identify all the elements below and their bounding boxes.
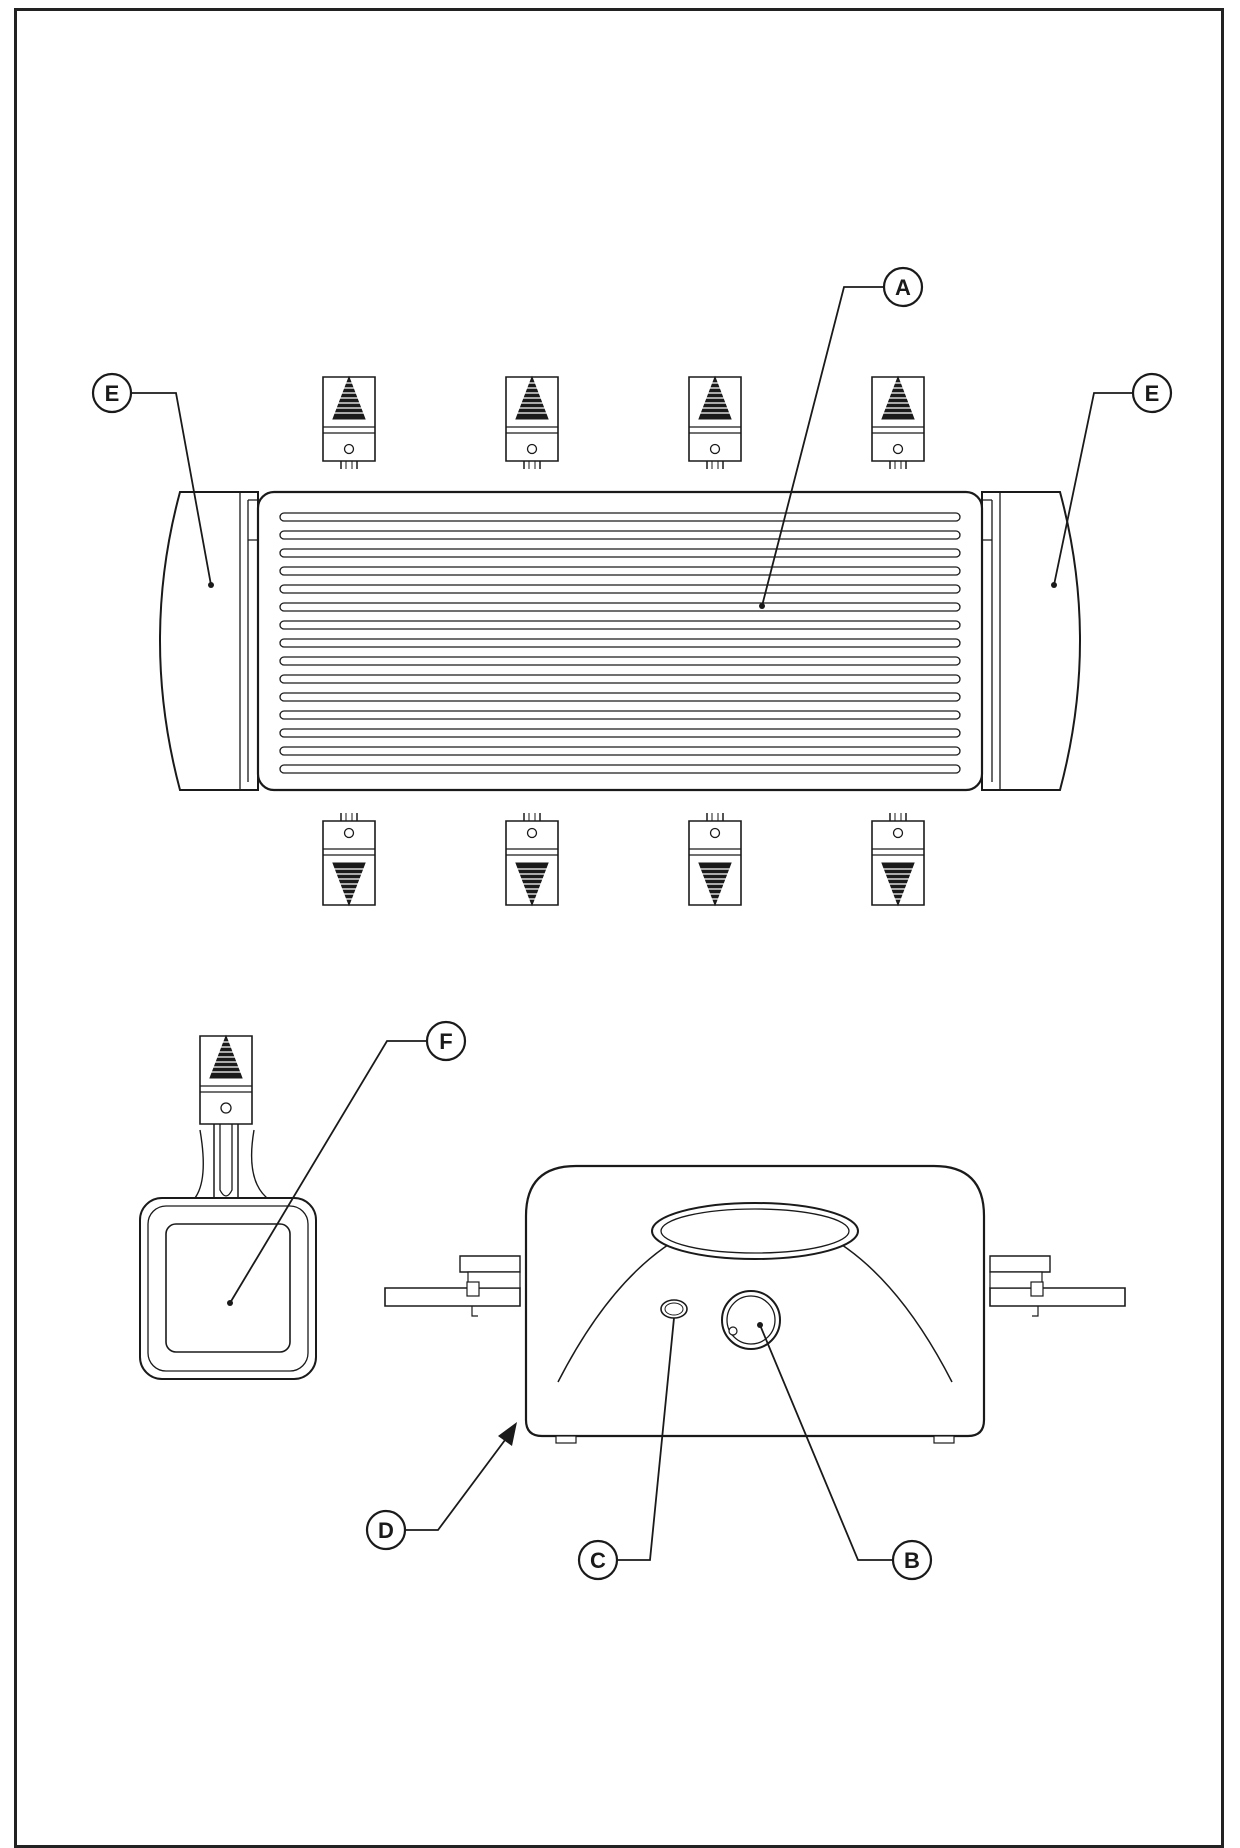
callouts: A E E F D C B <box>91 266 1173 1581</box>
right-housing <box>981 491 1081 791</box>
svg-text:C: C <box>590 1548 606 1573</box>
pan-handles-bottom <box>323 813 924 905</box>
callout-e-left: E <box>91 372 133 414</box>
svg-text:B: B <box>904 1548 920 1573</box>
svg-text:E: E <box>105 381 120 406</box>
svg-text:E: E <box>1145 381 1160 406</box>
svg-text:F: F <box>439 1029 452 1054</box>
svg-text:D: D <box>378 1518 394 1543</box>
front-view <box>384 1164 1126 1444</box>
pan-handles-top <box>323 377 924 469</box>
top-view <box>159 377 1081 905</box>
page-frame <box>14 8 1224 1848</box>
callout-a: A <box>882 266 924 308</box>
left-housing <box>159 491 259 791</box>
raclette-pan <box>139 1035 317 1380</box>
grill-ribs <box>279 512 961 774</box>
svg-text:A: A <box>895 275 911 300</box>
callout-b: B <box>891 1539 933 1581</box>
callout-e-right: E <box>1131 372 1173 414</box>
callout-c: C <box>577 1539 619 1581</box>
callout-f: F <box>425 1020 467 1062</box>
callout-d: D <box>365 1509 407 1551</box>
leader-lines <box>132 286 1133 1561</box>
